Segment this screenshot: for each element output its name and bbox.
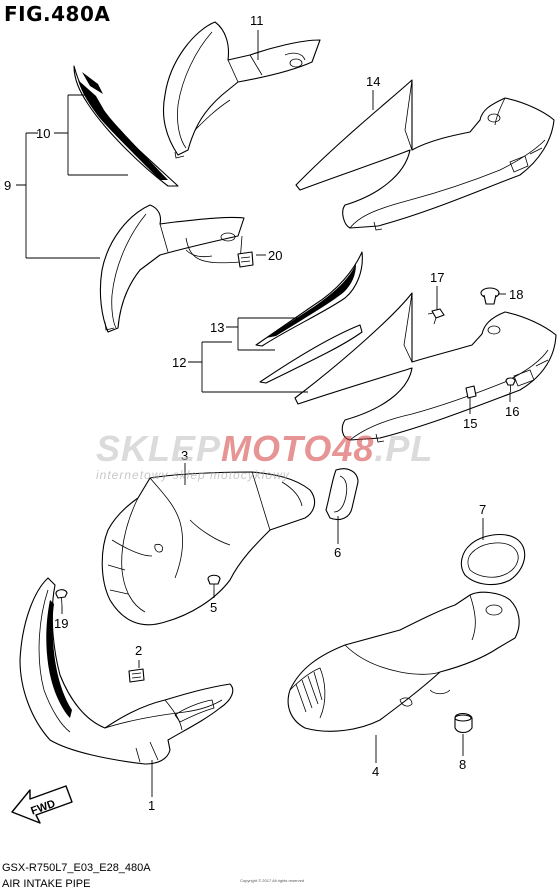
part-9-cowl-assembly bbox=[99, 204, 245, 333]
part-14-side-cover-upper bbox=[295, 79, 555, 231]
part-1-lower-cowl bbox=[19, 577, 234, 765]
callout-9: 9 bbox=[4, 178, 11, 193]
callout-13: 13 bbox=[210, 320, 224, 335]
callout-19: 19 bbox=[54, 616, 68, 631]
copyright-notice: Copyright © 2017 All rights reserved bbox=[240, 878, 305, 883]
watermark-part-d: .PL bbox=[374, 428, 434, 469]
fwd-arrow-icon: FWD bbox=[11, 785, 73, 824]
part-10-stripe-decal bbox=[73, 65, 179, 187]
callout-1: 1 bbox=[148, 798, 155, 813]
callout-8: 8 bbox=[459, 757, 466, 772]
part-15-clip bbox=[465, 385, 477, 399]
footer-model-code: GSX-R750L7_E03_E28_480A bbox=[2, 862, 151, 874]
callout-2: 2 bbox=[135, 643, 142, 658]
leader-lines bbox=[16, 30, 511, 797]
part-13-stripe-decal bbox=[255, 251, 363, 384]
part-8-grommet bbox=[454, 712, 473, 734]
callout-20: 20 bbox=[268, 248, 282, 263]
part-19-screw bbox=[55, 589, 68, 607]
callout-7: 7 bbox=[479, 502, 486, 517]
part-12-side-cover-lower bbox=[294, 292, 557, 443]
part-11-cowl-upper bbox=[162, 21, 321, 159]
watermark-part-a: SKLEP bbox=[96, 428, 222, 469]
part-7-ring-seal bbox=[460, 534, 526, 586]
callout-12: 12 bbox=[172, 355, 186, 370]
footer-section-title: AIR INTAKE PIPE bbox=[2, 878, 91, 890]
figure-title: FIG.480A bbox=[4, 2, 111, 26]
watermark-subtitle: internetowy sklep motocyklowy bbox=[96, 468, 290, 482]
callout-6: 6 bbox=[334, 545, 341, 560]
callout-16: 16 bbox=[505, 404, 519, 419]
part-5-screw bbox=[207, 574, 221, 590]
callout-3: 3 bbox=[181, 448, 188, 463]
watermark-part-c: 48 bbox=[332, 428, 375, 469]
part-20-label bbox=[237, 251, 254, 268]
watermark-part-b: MOTO bbox=[221, 428, 333, 469]
part-17-screw bbox=[427, 308, 445, 325]
callout-5: 5 bbox=[210, 600, 217, 615]
part-2-label bbox=[128, 668, 145, 683]
callout-15: 15 bbox=[463, 416, 477, 431]
part-6-duct-seal bbox=[325, 468, 359, 521]
callout-10: 10 bbox=[36, 126, 50, 141]
part-16-screw bbox=[505, 377, 516, 392]
callout-4: 4 bbox=[372, 764, 379, 779]
part-18-grommet bbox=[480, 287, 500, 305]
callout-17: 17 bbox=[430, 270, 444, 285]
callout-labels: 11 10 9 14 20 13 12 17 18 15 16 3 5 6 7 … bbox=[4, 13, 523, 813]
callout-14: 14 bbox=[366, 74, 380, 89]
part-3-air-duct bbox=[101, 471, 316, 626]
callout-11: 11 bbox=[250, 13, 264, 28]
watermark: SKLEPMOTO48.PL bbox=[96, 428, 433, 470]
callout-18: 18 bbox=[509, 287, 523, 302]
part-4-air-duct bbox=[287, 591, 520, 732]
